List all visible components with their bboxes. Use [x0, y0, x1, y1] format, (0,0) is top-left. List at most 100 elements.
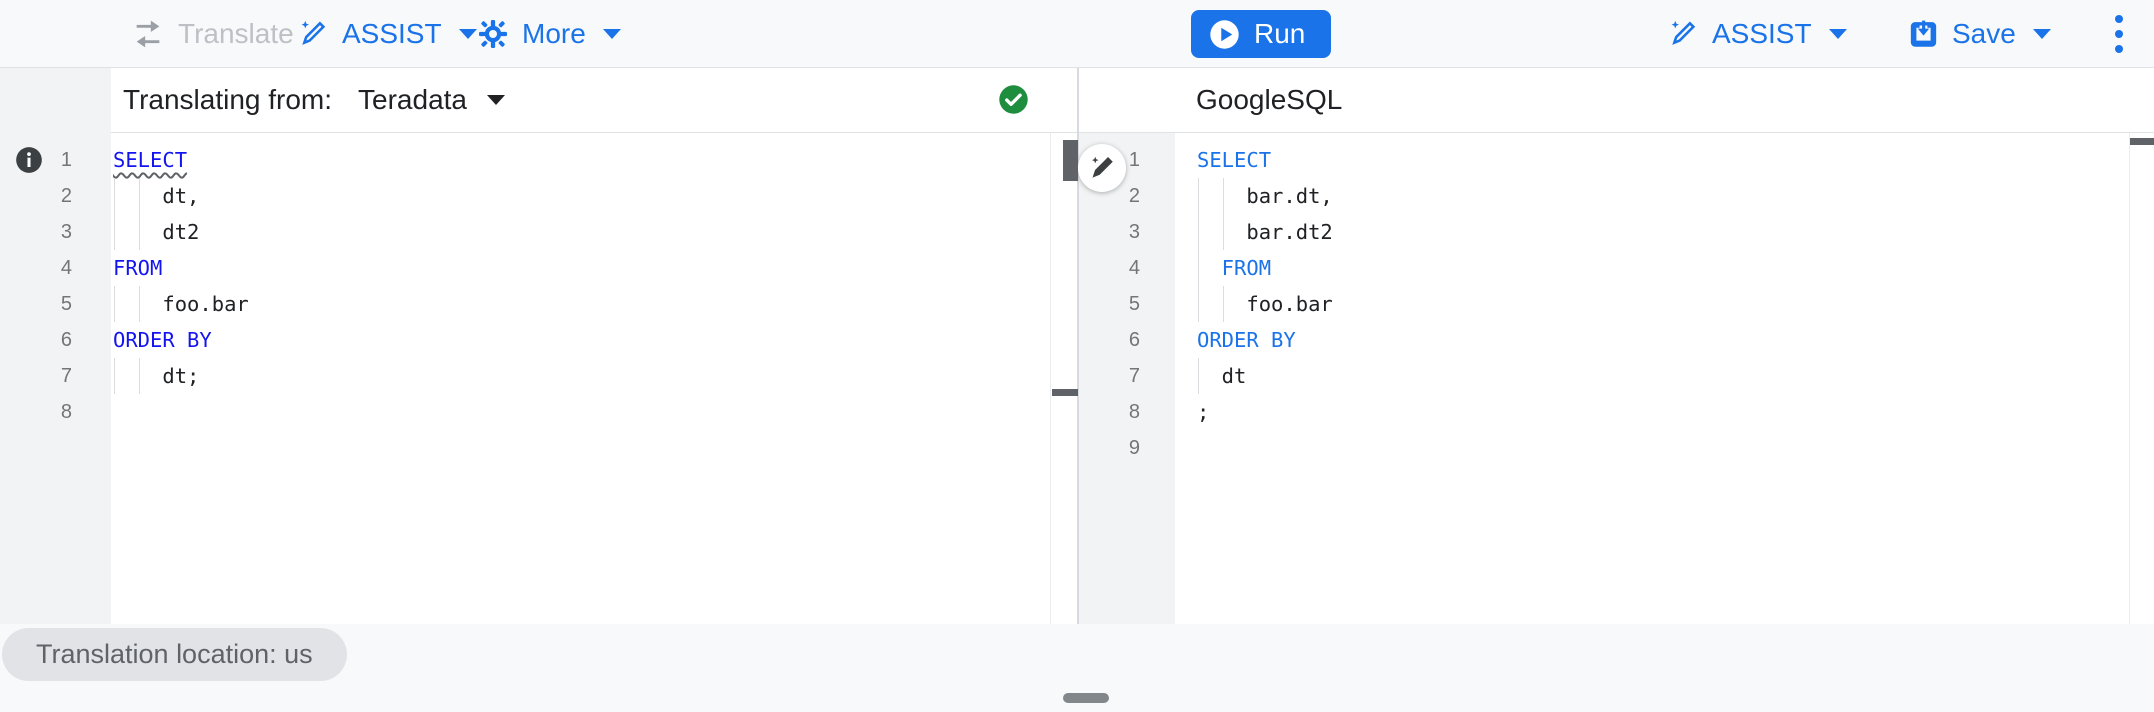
- code-line[interactable]: 5 foo.bar: [0, 286, 1049, 322]
- code-line[interactable]: 1 SELECT: [1079, 142, 2128, 178]
- right-editor-vertical-scrollbar-thumb[interactable]: [2130, 138, 2154, 145]
- line-number: 3: [60, 220, 72, 243]
- code-line[interactable]: 8;: [1079, 394, 2128, 430]
- code-line[interactable]: 7 dt: [1079, 358, 2128, 394]
- left-editor-horizontal-scrollbar-thumb[interactable]: [1052, 389, 1078, 396]
- translation-success-icon: [998, 84, 1029, 115]
- assist-dropdown-label: ASSIST: [342, 17, 442, 49]
- code-line-text[interactable]: [113, 394, 1049, 430]
- indent-guide: [1222, 286, 1224, 322]
- sql-text: bar.dt2: [1246, 220, 1333, 244]
- code-line-text[interactable]: bar.dt2: [1197, 214, 2128, 250]
- sql-keyword: SELECT: [1197, 148, 1272, 172]
- magic-pen-icon: [1088, 154, 1116, 182]
- code-line-text[interactable]: dt: [1197, 358, 2128, 394]
- sql-text: dt: [1221, 364, 1247, 388]
- chevron-down-icon: [458, 28, 477, 39]
- line-number: 5: [60, 292, 72, 315]
- code-line[interactable]: 3 dt2: [0, 214, 1049, 250]
- code-line-text[interactable]: FROM: [1197, 250, 2128, 286]
- more-dropdown[interactable]: More: [477, 0, 621, 67]
- run-button-label: Run: [1254, 18, 1306, 49]
- indent-guide: [1198, 286, 1199, 322]
- translate-button-label: Translate: [178, 17, 294, 49]
- line-number: 8: [60, 400, 72, 423]
- indent-guide: [1198, 214, 1199, 250]
- code-line-text[interactable]: dt2: [113, 214, 1049, 250]
- indent-guide: [138, 358, 140, 394]
- line-number: 6: [1128, 328, 1140, 351]
- sql-text: foo.bar: [162, 292, 249, 316]
- line-info-icon[interactable]: [15, 146, 43, 174]
- chevron-down-icon: [487, 95, 505, 105]
- assist-dropdown-left[interactable]: ASSIST: [297, 0, 477, 67]
- source-dialect-select[interactable]: Teradata: [358, 84, 505, 116]
- indent-guide: [1222, 214, 1224, 250]
- translation-location-chip: Translation location: us: [2, 628, 347, 681]
- line-number: 1: [60, 148, 72, 171]
- save-icon: [1908, 18, 1939, 49]
- assist-wand-button[interactable]: [1078, 144, 1126, 192]
- code-line[interactable]: 3 bar.dt2: [1079, 214, 2128, 250]
- sql-keyword: FROM: [1221, 256, 1272, 280]
- code-line-text[interactable]: foo.bar: [113, 286, 1049, 322]
- code-line[interactable]: 8: [0, 394, 1049, 430]
- code-line-text[interactable]: [1197, 430, 2128, 466]
- translate-button[interactable]: Translate: [131, 0, 294, 67]
- left-editor-vertical-scrollbar-thumb[interactable]: [1063, 140, 1078, 181]
- left-scrollbar-gutter-line: [1050, 68, 1051, 624]
- code-line-text[interactable]: ORDER BY: [1197, 322, 2128, 358]
- code-line-text[interactable]: FROM: [113, 250, 1049, 286]
- code-line[interactable]: 7 dt;: [0, 358, 1049, 394]
- line-number: 7: [60, 364, 72, 387]
- code-line-text[interactable]: SELECT: [113, 142, 1049, 178]
- assist-dropdown-right[interactable]: ASSIST: [1667, 0, 1847, 67]
- indent-guide: [1198, 250, 1199, 286]
- line-number: 3: [1128, 220, 1140, 243]
- sql-keyword: ORDER BY: [113, 328, 212, 352]
- code-line-text[interactable]: SELECT: [1197, 142, 2128, 178]
- sql-text: dt2: [162, 220, 200, 244]
- panel-splitter[interactable]: [1077, 68, 1079, 624]
- code-line[interactable]: 4 FROM: [0, 250, 1049, 286]
- indent-guide: [114, 286, 115, 322]
- code-line-text[interactable]: foo.bar: [1197, 286, 2128, 322]
- line-number: 9: [1128, 436, 1140, 459]
- save-dropdown[interactable]: Save: [1908, 0, 2051, 67]
- code-line[interactable]: 1 SELECT: [0, 142, 1049, 178]
- line-number: 1: [1128, 148, 1140, 171]
- code-line[interactable]: 6 ORDER BY: [0, 322, 1049, 358]
- code-line-text[interactable]: dt,: [113, 178, 1049, 214]
- code-line[interactable]: 5 foo.bar: [1079, 286, 2128, 322]
- source-panel-header: Translating from: Teradata: [111, 68, 1077, 133]
- results-splitter-handle[interactable]: [1063, 693, 1109, 703]
- dot: [2115, 14, 2123, 23]
- run-button[interactable]: Run: [1191, 10, 1332, 58]
- line-number: 4: [1128, 256, 1140, 279]
- code-line[interactable]: 9: [1079, 430, 2128, 466]
- play-circle-icon: [1209, 19, 1240, 50]
- line-number: 4: [60, 256, 72, 279]
- dot: [2115, 44, 2123, 53]
- code-line-text[interactable]: dt;: [113, 358, 1049, 394]
- code-line[interactable]: 4 FROM: [1079, 250, 2128, 286]
- save-dropdown-label: Save: [1952, 17, 2016, 49]
- dot: [2115, 29, 2123, 38]
- target-dialect-label: GoogleSQL: [1196, 84, 1343, 115]
- sql-text: ;: [1197, 400, 1210, 424]
- line-number: 7: [1128, 364, 1140, 387]
- indent-guide: [114, 178, 115, 214]
- indent-guide: [138, 214, 140, 250]
- code-line-text[interactable]: bar.dt,: [1197, 178, 2128, 214]
- line-number: 5: [1128, 292, 1140, 315]
- code-line-text[interactable]: ;: [1197, 394, 2128, 430]
- code-line-text[interactable]: ORDER BY: [113, 322, 1049, 358]
- overflow-menu-button[interactable]: [2102, 0, 2136, 67]
- code-line[interactable]: 6 ORDER BY: [1079, 322, 2128, 358]
- line-number: 6: [60, 328, 72, 351]
